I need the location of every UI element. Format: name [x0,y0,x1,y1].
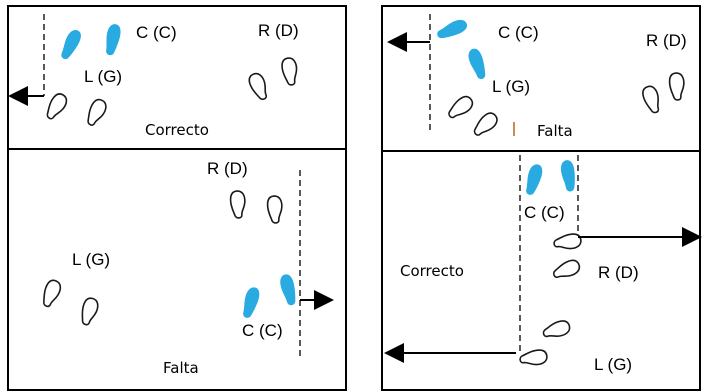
label-left: L (G) [492,77,530,96]
footprint-outline [229,189,248,220]
verdict-label: Falta [537,122,573,140]
panel-border [381,150,701,391]
panel-border [7,148,347,391]
label-right: R (D) [258,21,299,40]
label-left: L (G) [594,355,632,374]
label-center: C (C) [498,23,539,42]
label-center: C (C) [524,203,565,222]
blue-footprint-left [240,285,262,320]
blue-footprint-left [523,162,545,197]
footprint-outline [470,109,501,141]
footprint-outline [42,90,71,123]
label-center: C (C) [242,321,283,340]
footprint-outline [39,277,64,310]
footprint-outline [279,56,301,87]
verdict-label: Correcto [400,262,464,280]
footprint-outline [78,295,101,328]
footprint-outline [552,231,583,253]
label-left: L (G) [84,67,122,86]
panel-bottom-right: C (C) R (D) Correcto L (G) [381,150,702,391]
blue-footprint-top [435,16,470,43]
footprint-outline [245,70,272,103]
footprint-outline [540,317,573,343]
blue-footprint-bottom [465,46,490,81]
label-right: R (D) [598,263,639,282]
verdict-label: Falta [163,359,199,377]
blue-footprint-left [58,27,84,62]
panel-top-left: C (C) L (G) R (D) Correcto [7,5,347,150]
label-left: L (G) [72,250,110,269]
footprint-outline [83,96,110,129]
footprint-outline [639,83,665,116]
verdict-label: Correcto [145,121,209,139]
panel-top-right: C (C) L (G) R (D) Falta [381,5,701,152]
footprint-outline [518,347,549,369]
footprint-outline [266,194,285,225]
blue-footprint-right [278,272,300,307]
footprint-outline [668,71,687,102]
label-right: R (D) [646,31,687,50]
panel-bottom-left: R (D) L (G) C (C) Falta [7,148,347,391]
footprint-outline [550,256,583,283]
label-right: R (D) [207,159,248,178]
footprint-outline [444,92,477,123]
blue-footprint-right [103,23,123,57]
label-center: C (C) [136,23,177,42]
blue-footprint-right [559,159,578,193]
